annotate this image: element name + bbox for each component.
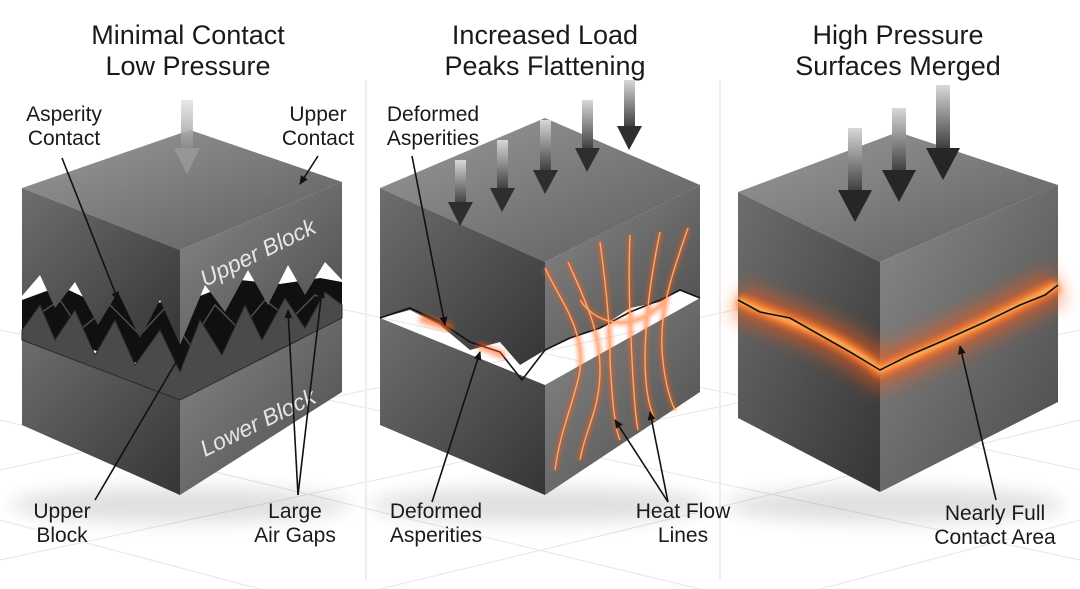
panel-2-leaders [411,155,669,503]
heat-flow-lines [542,227,691,471]
upper-block-top-face [22,130,342,250]
upper-block-left-face [380,188,545,365]
panel-1-blocks: Upper Block Lower Block [10,100,350,523]
lower-block-asperities [21,291,343,401]
upper-block-top-face [380,118,700,262]
load-arrows [838,85,960,222]
upper-block-right-face [180,182,342,345]
panel-3-blocks [725,85,1067,523]
load-arrow [174,100,200,174]
contact-glow [418,314,507,359]
panel-2-blocks [370,80,710,523]
panel-1-leaders [61,155,326,501]
merged-interface-line [737,284,1059,371]
lower-block-right-face [180,300,342,495]
load-arrows [448,80,642,226]
upper-block-left-face [22,188,180,345]
panel-3-leaders [957,345,997,501]
lower-block-left-face [22,330,180,495]
